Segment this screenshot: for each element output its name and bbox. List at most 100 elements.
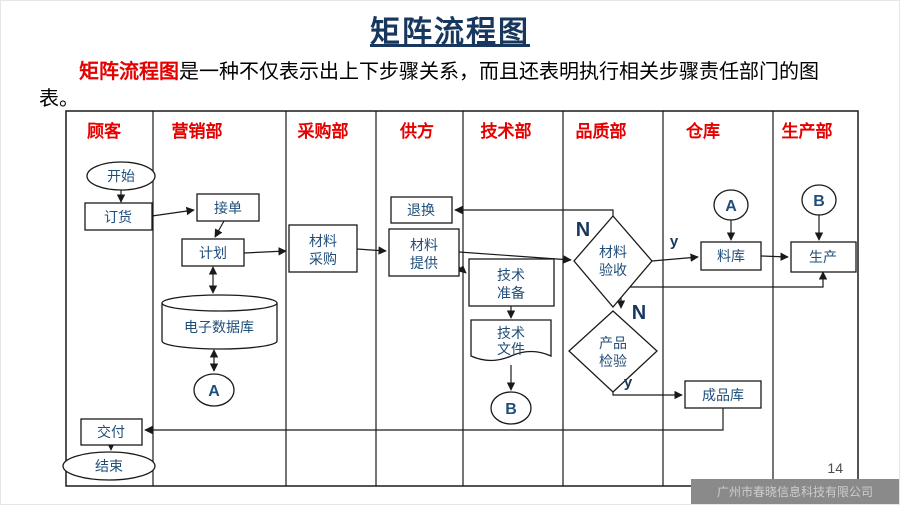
node-connector-a-marketing: A	[193, 373, 235, 407]
material-inspect-label: 验收	[599, 262, 627, 278]
material-supply-box	[388, 228, 460, 277]
tech-doc-label: 文件	[497, 341, 525, 357]
plan-box	[181, 238, 245, 267]
lane-header-purchasing: 采购部	[297, 121, 349, 141]
material-inspect-diamond	[573, 215, 653, 309]
node-production: 生产	[790, 241, 857, 273]
connector-b-circle	[801, 184, 837, 216]
tech-prep-box	[468, 258, 555, 307]
connector-b-label: B	[813, 193, 825, 210]
node-material-store: 料库	[700, 241, 762, 271]
arrow-production-product-inspect	[616, 271, 828, 309]
delivery-label: 交付	[97, 424, 125, 440]
product-inspect-label: 产品	[599, 335, 627, 351]
intro-body: 是一种不仅表示出上下步骤关系，而且还表明执行相关步骤责任部门的图表。	[39, 61, 819, 110]
connector-b-circle	[490, 391, 532, 425]
node-tech-prep: 技术 准备	[468, 258, 555, 307]
arrow-order-to-receive	[151, 206, 195, 217]
material-store-label: 料库	[717, 248, 745, 264]
node-material-inspect: 材料 验收	[573, 215, 653, 309]
lane-header-technical: 技术部	[481, 121, 532, 141]
page-title: 矩阵流程图	[370, 16, 530, 49]
connector-a-circle	[713, 189, 749, 221]
database-cylinder-top	[161, 294, 278, 312]
receive-order-label: 接单	[214, 200, 242, 216]
connector-b-label: B	[505, 401, 517, 418]
end-label: 结束	[95, 458, 123, 474]
arrow-inspect-n-to-return	[454, 205, 614, 216]
start-terminator	[86, 161, 156, 191]
matrix-flowchart: 顾客 营销部 采购部 供方 技术部 品质部 仓库 生产部	[62, 110, 859, 487]
material-purchase-label: 采购	[309, 251, 337, 267]
node-finished-store: 成品库	[684, 380, 762, 409]
tech-prep-label: 准备	[497, 285, 525, 301]
arrow-product-y-to-finished	[612, 390, 683, 400]
lane-headers: 顾客 营销部 采购部 供方 技术部 品质部 仓库 生产部	[87, 121, 833, 141]
material-supply-label: 材料	[410, 237, 438, 253]
order-box	[84, 202, 153, 231]
material-store-box	[700, 241, 762, 271]
material-inspect-label: 材料	[599, 244, 627, 260]
node-product-inspect: 产品 检验	[568, 310, 658, 393]
plan-label: 计划	[199, 245, 227, 261]
finished-store-label: 成品库	[702, 387, 744, 403]
product-inspect-label: 检验	[599, 353, 627, 369]
arrow-inspect-y-to-store	[651, 253, 699, 262]
lane-header-quality: 品质部	[576, 121, 627, 141]
watermark-text: 广州市春晓信息科技有限公司	[716, 485, 873, 499]
page-number: 14	[827, 460, 843, 476]
lane-header-marketing: 营销部	[172, 121, 223, 141]
node-plan: 计划	[181, 238, 245, 267]
material-supply-label: 提供	[410, 255, 438, 271]
arrow-finished-to-delivery	[144, 408, 724, 435]
order-label: 订货	[104, 209, 132, 225]
delivery-box	[80, 418, 143, 446]
node-connector-b-technical: B	[490, 391, 532, 425]
node-connector-b-production: B	[801, 184, 837, 216]
node-end: 结束	[62, 451, 156, 481]
material-purchase-box	[288, 224, 358, 273]
lane-header-production: 生产部	[782, 121, 833, 141]
material-purchase-label: 材料	[309, 233, 337, 249]
return-exchange-box	[390, 196, 453, 224]
connector-a-label: A	[725, 198, 737, 215]
database-cylinder	[161, 303, 278, 350]
tech-prep-label: 技术	[497, 267, 525, 283]
node-delivery: 交付	[80, 418, 143, 446]
table-border	[65, 110, 859, 487]
product-inspect-diamond	[568, 310, 658, 393]
node-material-purchase: 材料 采购	[288, 224, 358, 273]
branch-label-n-material: N	[576, 219, 590, 241]
connector-a-circle	[193, 373, 235, 407]
branch-label-y-product: y	[624, 374, 633, 391]
node-order: 订货	[84, 202, 153, 231]
node-connector-a-warehouse: A	[713, 189, 749, 221]
arrow-store-to-production	[760, 252, 789, 261]
lane-header-warehouse: 仓库	[685, 121, 720, 141]
node-start: 开始	[86, 161, 156, 191]
arrow-receive-to-plan	[214, 220, 225, 238]
finished-store-box	[684, 380, 762, 409]
branch-label-y-material: y	[670, 233, 679, 250]
node-material-supply: 材料 提供	[388, 228, 460, 277]
node-tech-doc: 技术 文件	[470, 319, 552, 362]
flow-nodes: 开始 订货 接单 计划 材料 采购 退换	[62, 161, 857, 481]
node-e-database: 电子数据库	[161, 294, 278, 350]
node-receive-order: 接单	[196, 193, 260, 222]
node-return-exchange: 退换	[390, 196, 453, 224]
intro-text: 矩阵流程图是一种不仅表示出上下步骤关系，而且还表明执行相关步骤责任部门的图表。	[39, 59, 857, 113]
branch-label-n-product: N	[632, 302, 646, 324]
arrow-supply-to-techprep	[457, 264, 467, 274]
arrow-plan-to-purchase	[243, 247, 287, 256]
arrow-purchase-to-supply	[356, 246, 387, 255]
lane-header-customer: 顾客	[87, 121, 122, 141]
lane-header-supplier: 供方	[399, 121, 434, 141]
connector-a-label: A	[208, 383, 220, 400]
intro-highlight: 矩阵流程图	[79, 61, 179, 83]
tech-doc-document	[470, 319, 552, 362]
return-exchange-label: 退换	[407, 202, 435, 218]
end-terminator	[62, 451, 156, 481]
e-database-label: 电子数据库	[184, 319, 254, 335]
watermark-bar: 广州市春晓信息科技有限公司	[691, 479, 899, 504]
